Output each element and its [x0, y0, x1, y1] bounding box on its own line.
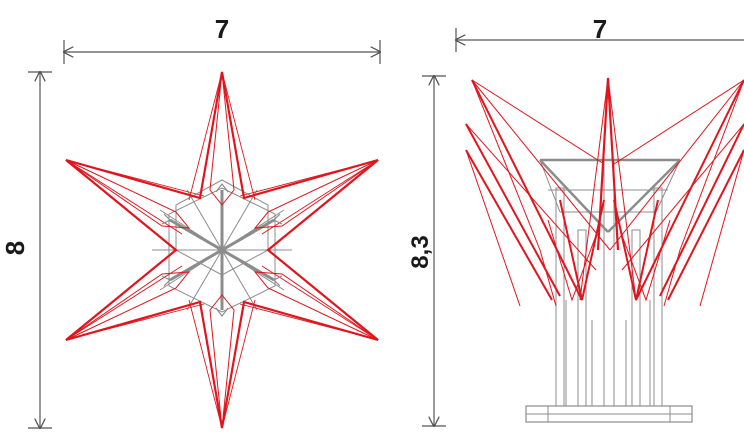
elevation-red-struts: [465, 77, 744, 307]
plan-node-markers: [161, 183, 283, 317]
elevation-height-dimension: 8,3: [407, 76, 446, 426]
plan-view: 7 8: [0, 14, 380, 428]
elevation-upper-frame: [539, 158, 681, 233]
plan-height-dimension: 8: [0, 72, 52, 428]
elevation-width-dimension: 7: [456, 14, 744, 52]
plan-star-petals: [65, 71, 379, 429]
plan-inner-frame: [152, 179, 292, 313]
elevation-columns: [555, 159, 663, 407]
plan-width-label: 7: [215, 14, 229, 44]
elevation-width-label: 7: [593, 14, 607, 44]
elevation-view: 7 8,3: [407, 14, 744, 426]
plan-width-dimension: 7: [64, 14, 380, 64]
elevation-base-plate: [525, 405, 693, 423]
elevation-height-label: 8,3: [407, 235, 434, 268]
plan-height-label: 8: [0, 241, 30, 255]
